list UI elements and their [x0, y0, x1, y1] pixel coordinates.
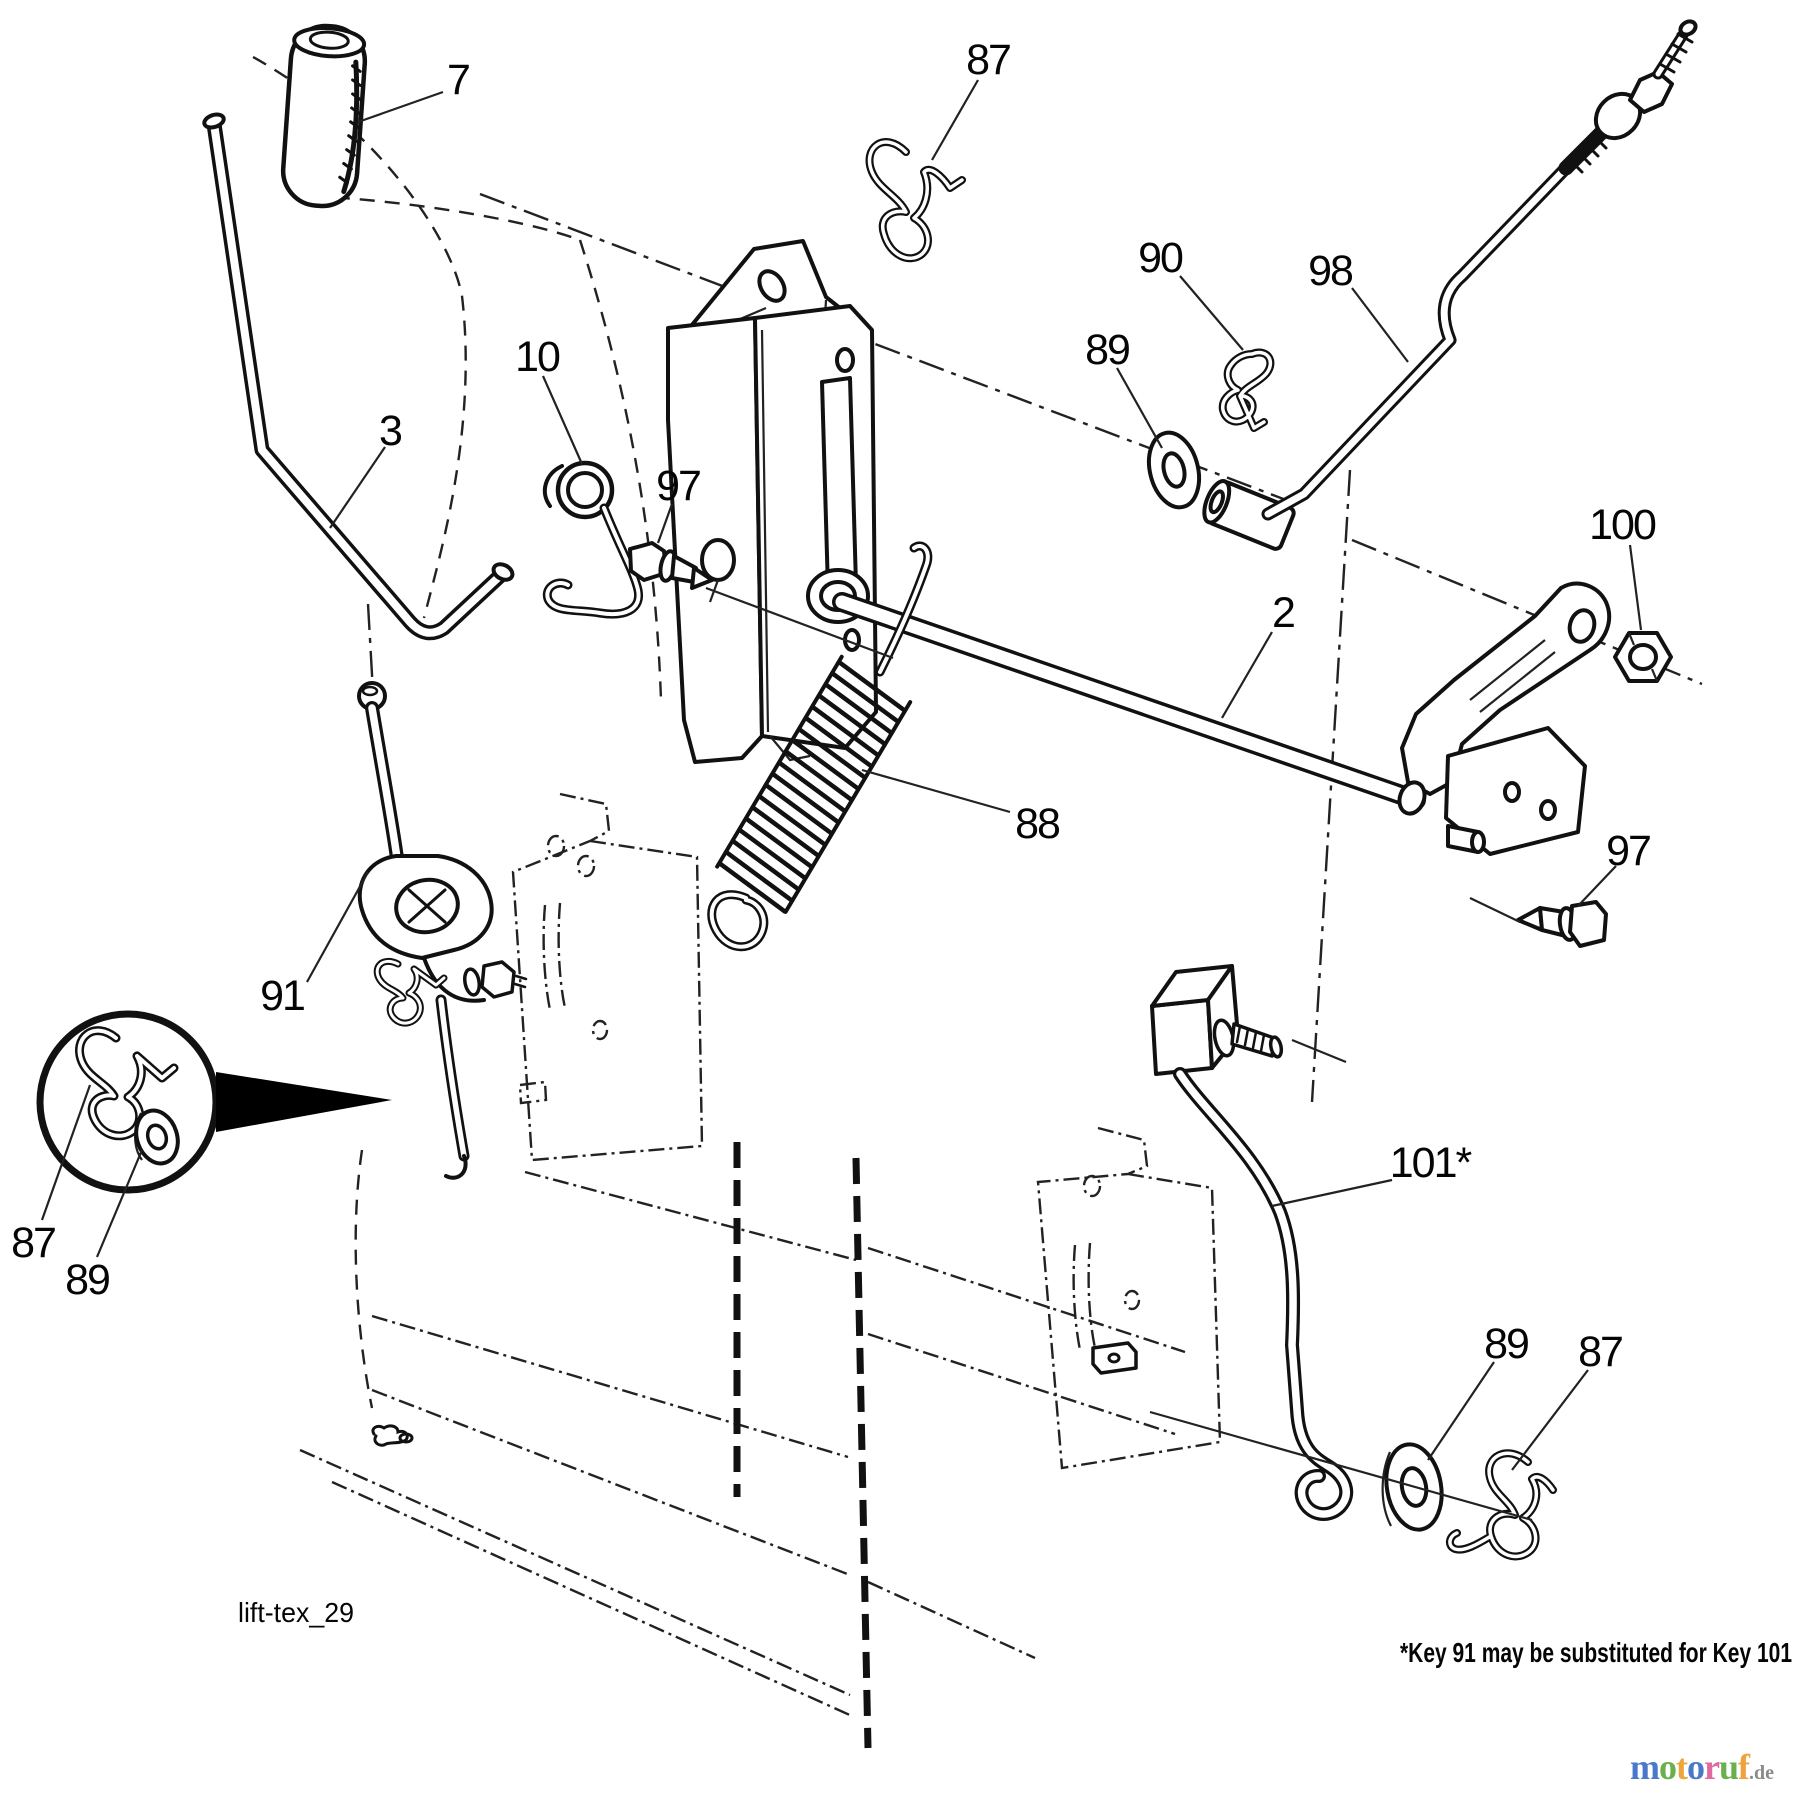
callout-89-bottom: 89 [1484, 1320, 1528, 1368]
torsion-spring-part-10 [542, 460, 644, 619]
flat-washer-part-89-top [1146, 430, 1202, 510]
lift-lever-part-91 [357, 681, 528, 1180]
callout-labels: 7 87 90 98 89 10 97 3 2 100 88 97 91 87 … [11, 36, 1658, 1376]
callout-10: 10 [515, 333, 560, 381]
watermark-letter: u [1718, 1747, 1739, 1787]
watermark-letter: m [1630, 1747, 1660, 1787]
callout-87-top: 87 [966, 36, 1010, 84]
deck-outline-phantom [299, 1142, 1186, 1749]
hex-nut-part-100 [1613, 631, 1673, 683]
watermark-suffix: .de [1749, 1762, 1775, 1784]
shoulder-bolt-part-97-right [1516, 900, 1608, 948]
watermark-letter: o [1687, 1747, 1705, 1787]
callout-98: 98 [1308, 247, 1353, 295]
lift-link-rod-part-98 [1261, 19, 1698, 521]
callout-87-inset: 87 [11, 1219, 55, 1267]
extension-spring-part-88 [707, 541, 933, 952]
lift-shaft-part-2 [832, 592, 1426, 810]
callout-97-left: 97 [656, 462, 700, 510]
watermark-letter: f [1738, 1747, 1750, 1787]
lift-lever-part-3 [202, 112, 515, 641]
callout-90: 90 [1138, 234, 1183, 282]
lift-link-part-101 [1150, 964, 1354, 1521]
callout-101: 101* [1390, 1139, 1473, 1187]
inset-pointer-arrow [216, 1072, 392, 1132]
callout-3: 3 [379, 407, 402, 455]
hairpin-clip-part-87-bottom [1446, 1449, 1557, 1561]
detail-inset-circle [36, 1010, 392, 1194]
callout-2: 2 [1272, 589, 1294, 637]
hairpin-clip-part-87-top [865, 138, 966, 263]
callout-89-top: 89 [1085, 326, 1129, 374]
watermark-letter: o [1659, 1747, 1677, 1787]
deck-bracket-right-phantom [1036, 1126, 1222, 1470]
center-pivot-bracket [666, 239, 878, 764]
shoulder-bolt-part-97-left [628, 541, 714, 590]
callout-88: 88 [1015, 800, 1060, 848]
drawing-id-label: lift-tex_29 [238, 1597, 354, 1628]
small-clip-detail [371, 1424, 414, 1447]
callout-87-bottom: 87 [1578, 1328, 1622, 1376]
callout-97-right: 97 [1606, 827, 1650, 875]
substitution-note: *Key 91 may be substituted for Key 101 [1400, 1637, 1792, 1668]
motoruf-watermark: motoruf.de [1630, 1746, 1774, 1788]
right-lift-bracket [1397, 581, 1612, 856]
hairpin-clip-part-90 [1218, 348, 1275, 432]
callout-91: 91 [260, 972, 304, 1020]
callout-100: 100 [1589, 501, 1656, 549]
watermark-letter: r [1704, 1747, 1720, 1787]
deck-bracket-left-phantom [511, 792, 704, 1162]
leader-lines [40, 79, 1643, 1522]
callout-7: 7 [447, 56, 469, 104]
rod-end-tube [1202, 479, 1296, 551]
callout-89-inset: 89 [65, 1256, 109, 1304]
watermark-letter: t [1676, 1747, 1688, 1787]
handle-grip-part-7 [280, 23, 368, 209]
